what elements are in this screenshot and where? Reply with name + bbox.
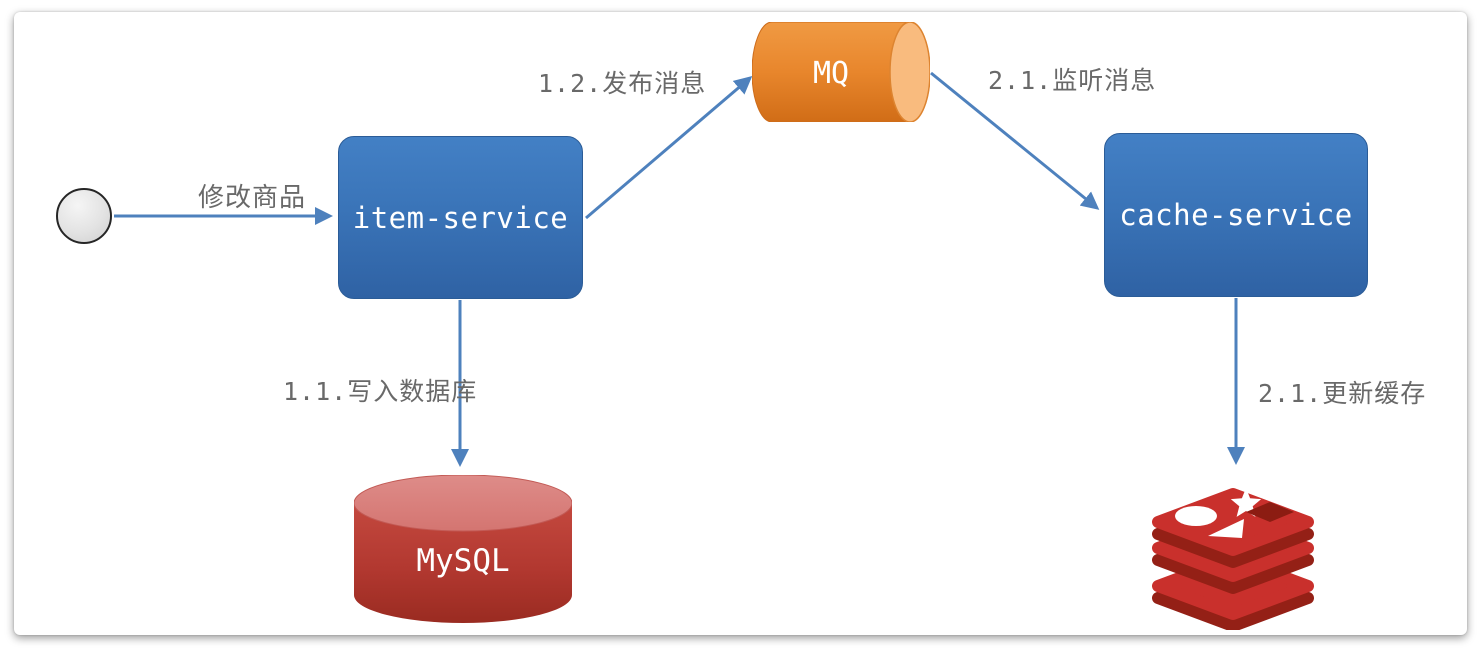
mysql-cylinder-icon xyxy=(354,475,572,623)
cache-service-label: cache-service xyxy=(1119,198,1353,232)
redis-circle xyxy=(1175,506,1217,526)
mq-cylinder-icon xyxy=(752,22,930,122)
edge-label-update-cache: 2.1.更新缓存 xyxy=(1258,379,1427,408)
redis-square-hole xyxy=(1246,502,1294,522)
node-item-service: item-service xyxy=(338,136,583,299)
edge-label-modify-item: 修改商品 xyxy=(197,183,306,213)
redis-triangle xyxy=(1208,519,1244,538)
edge-label-listen-message: 2.1.监听消息 xyxy=(988,66,1157,95)
diagram-canvas: item-service cache-service MQ xyxy=(14,12,1467,635)
redis-star xyxy=(1230,488,1262,517)
item-service-label: item-service xyxy=(352,200,569,235)
redis-logo-icon xyxy=(1152,488,1314,630)
edge-label-write-database: 1.1.写入数据库 xyxy=(283,377,478,406)
edge-label-publish-message: 1.2.发布消息 xyxy=(538,69,707,98)
start-node xyxy=(56,188,112,244)
node-cache-service: cache-service xyxy=(1104,133,1368,297)
